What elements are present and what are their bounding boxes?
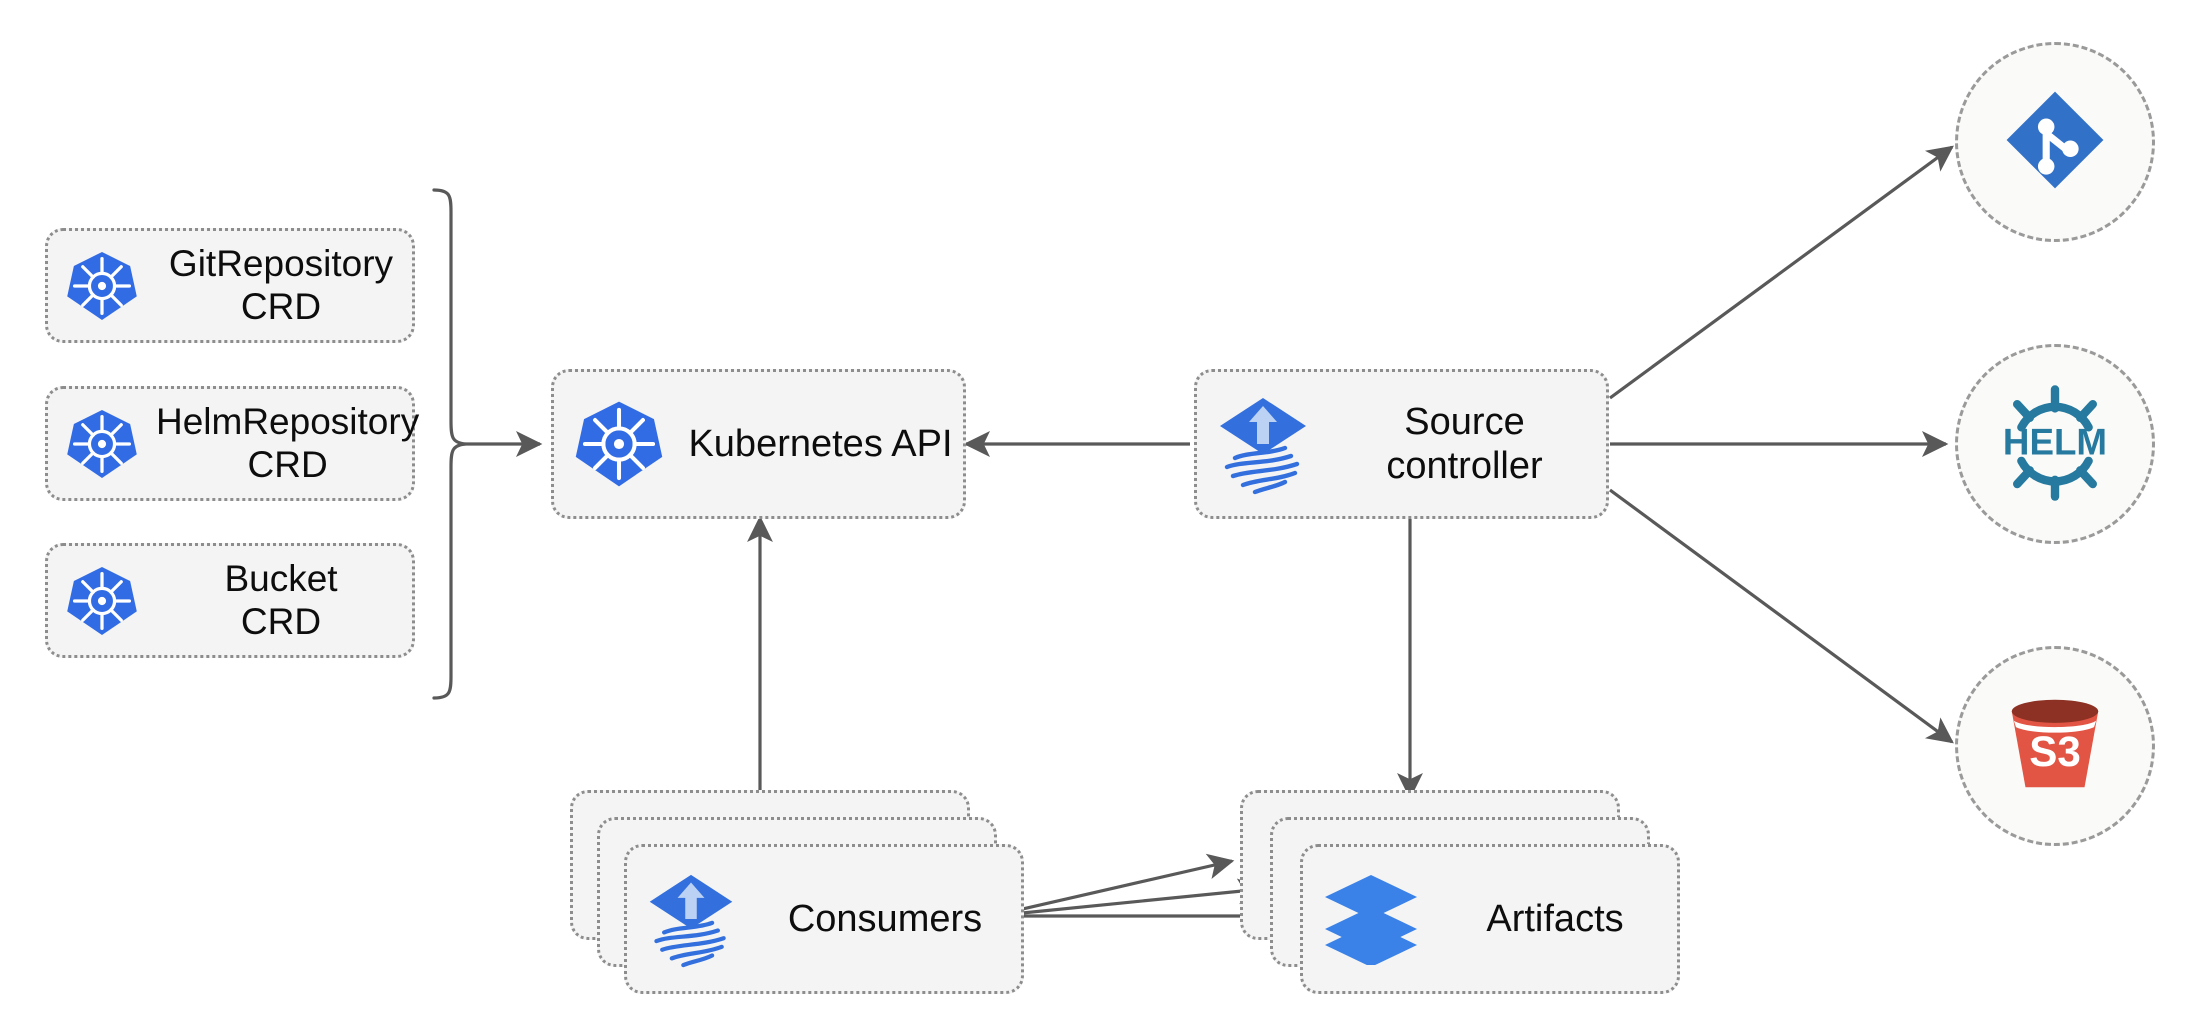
target-circle-git[interactable]: [1955, 42, 2155, 242]
edge-consumers-to-artifacts-1: [991, 853, 1235, 918]
crd-group-brace: [432, 188, 467, 700]
kubernetes-icon: [554, 398, 684, 490]
node-source-controller[interactable]: Source controller: [1194, 369, 1609, 519]
helm-label: HELM: [2003, 421, 2107, 462]
s3-label: S3: [2029, 728, 2081, 775]
helm-icon: HELM: [1992, 379, 2118, 510]
crd-box-gitrepository[interactable]: GitRepository CRD: [45, 228, 415, 343]
crd-label: Bucket CRD: [224, 557, 338, 642]
kubernetes-icon: [48, 407, 156, 481]
flux-icon: [627, 869, 755, 969]
edge-controller-to-s3: [1609, 488, 1954, 744]
node-consumers[interactable]: Consumers: [624, 844, 1024, 994]
layers-icon: [1303, 873, 1439, 965]
flux-icon: [1197, 392, 1329, 496]
crd-label: GitRepository CRD: [168, 242, 394, 327]
target-circle-s3[interactable]: S3: [1955, 646, 2155, 846]
node-kubernetes-api[interactable]: Kubernetes API: [551, 369, 966, 519]
crd-label: HelmRepository CRD: [156, 400, 420, 485]
edge-controller-to-git: [1609, 145, 1954, 400]
kubernetes-icon: [48, 249, 156, 323]
crd-box-helmrepository[interactable]: HelmRepository CRD: [45, 386, 419, 501]
git-icon: [2000, 85, 2110, 200]
node-artifacts[interactable]: Artifacts: [1300, 844, 1680, 994]
kubernetes-icon: [48, 564, 156, 638]
node-label: Source controller: [1386, 400, 1543, 487]
node-label: Consumers: [787, 897, 983, 940]
crd-box-bucket[interactable]: Bucket CRD: [45, 543, 415, 658]
s3-icon: S3: [1997, 686, 2113, 807]
node-label: Kubernetes API: [688, 422, 953, 465]
edge-consumers-to-artifacts-2: [991, 878, 1265, 918]
target-circle-helm[interactable]: HELM: [1955, 344, 2155, 544]
node-label: Artifacts: [1486, 897, 1624, 940]
